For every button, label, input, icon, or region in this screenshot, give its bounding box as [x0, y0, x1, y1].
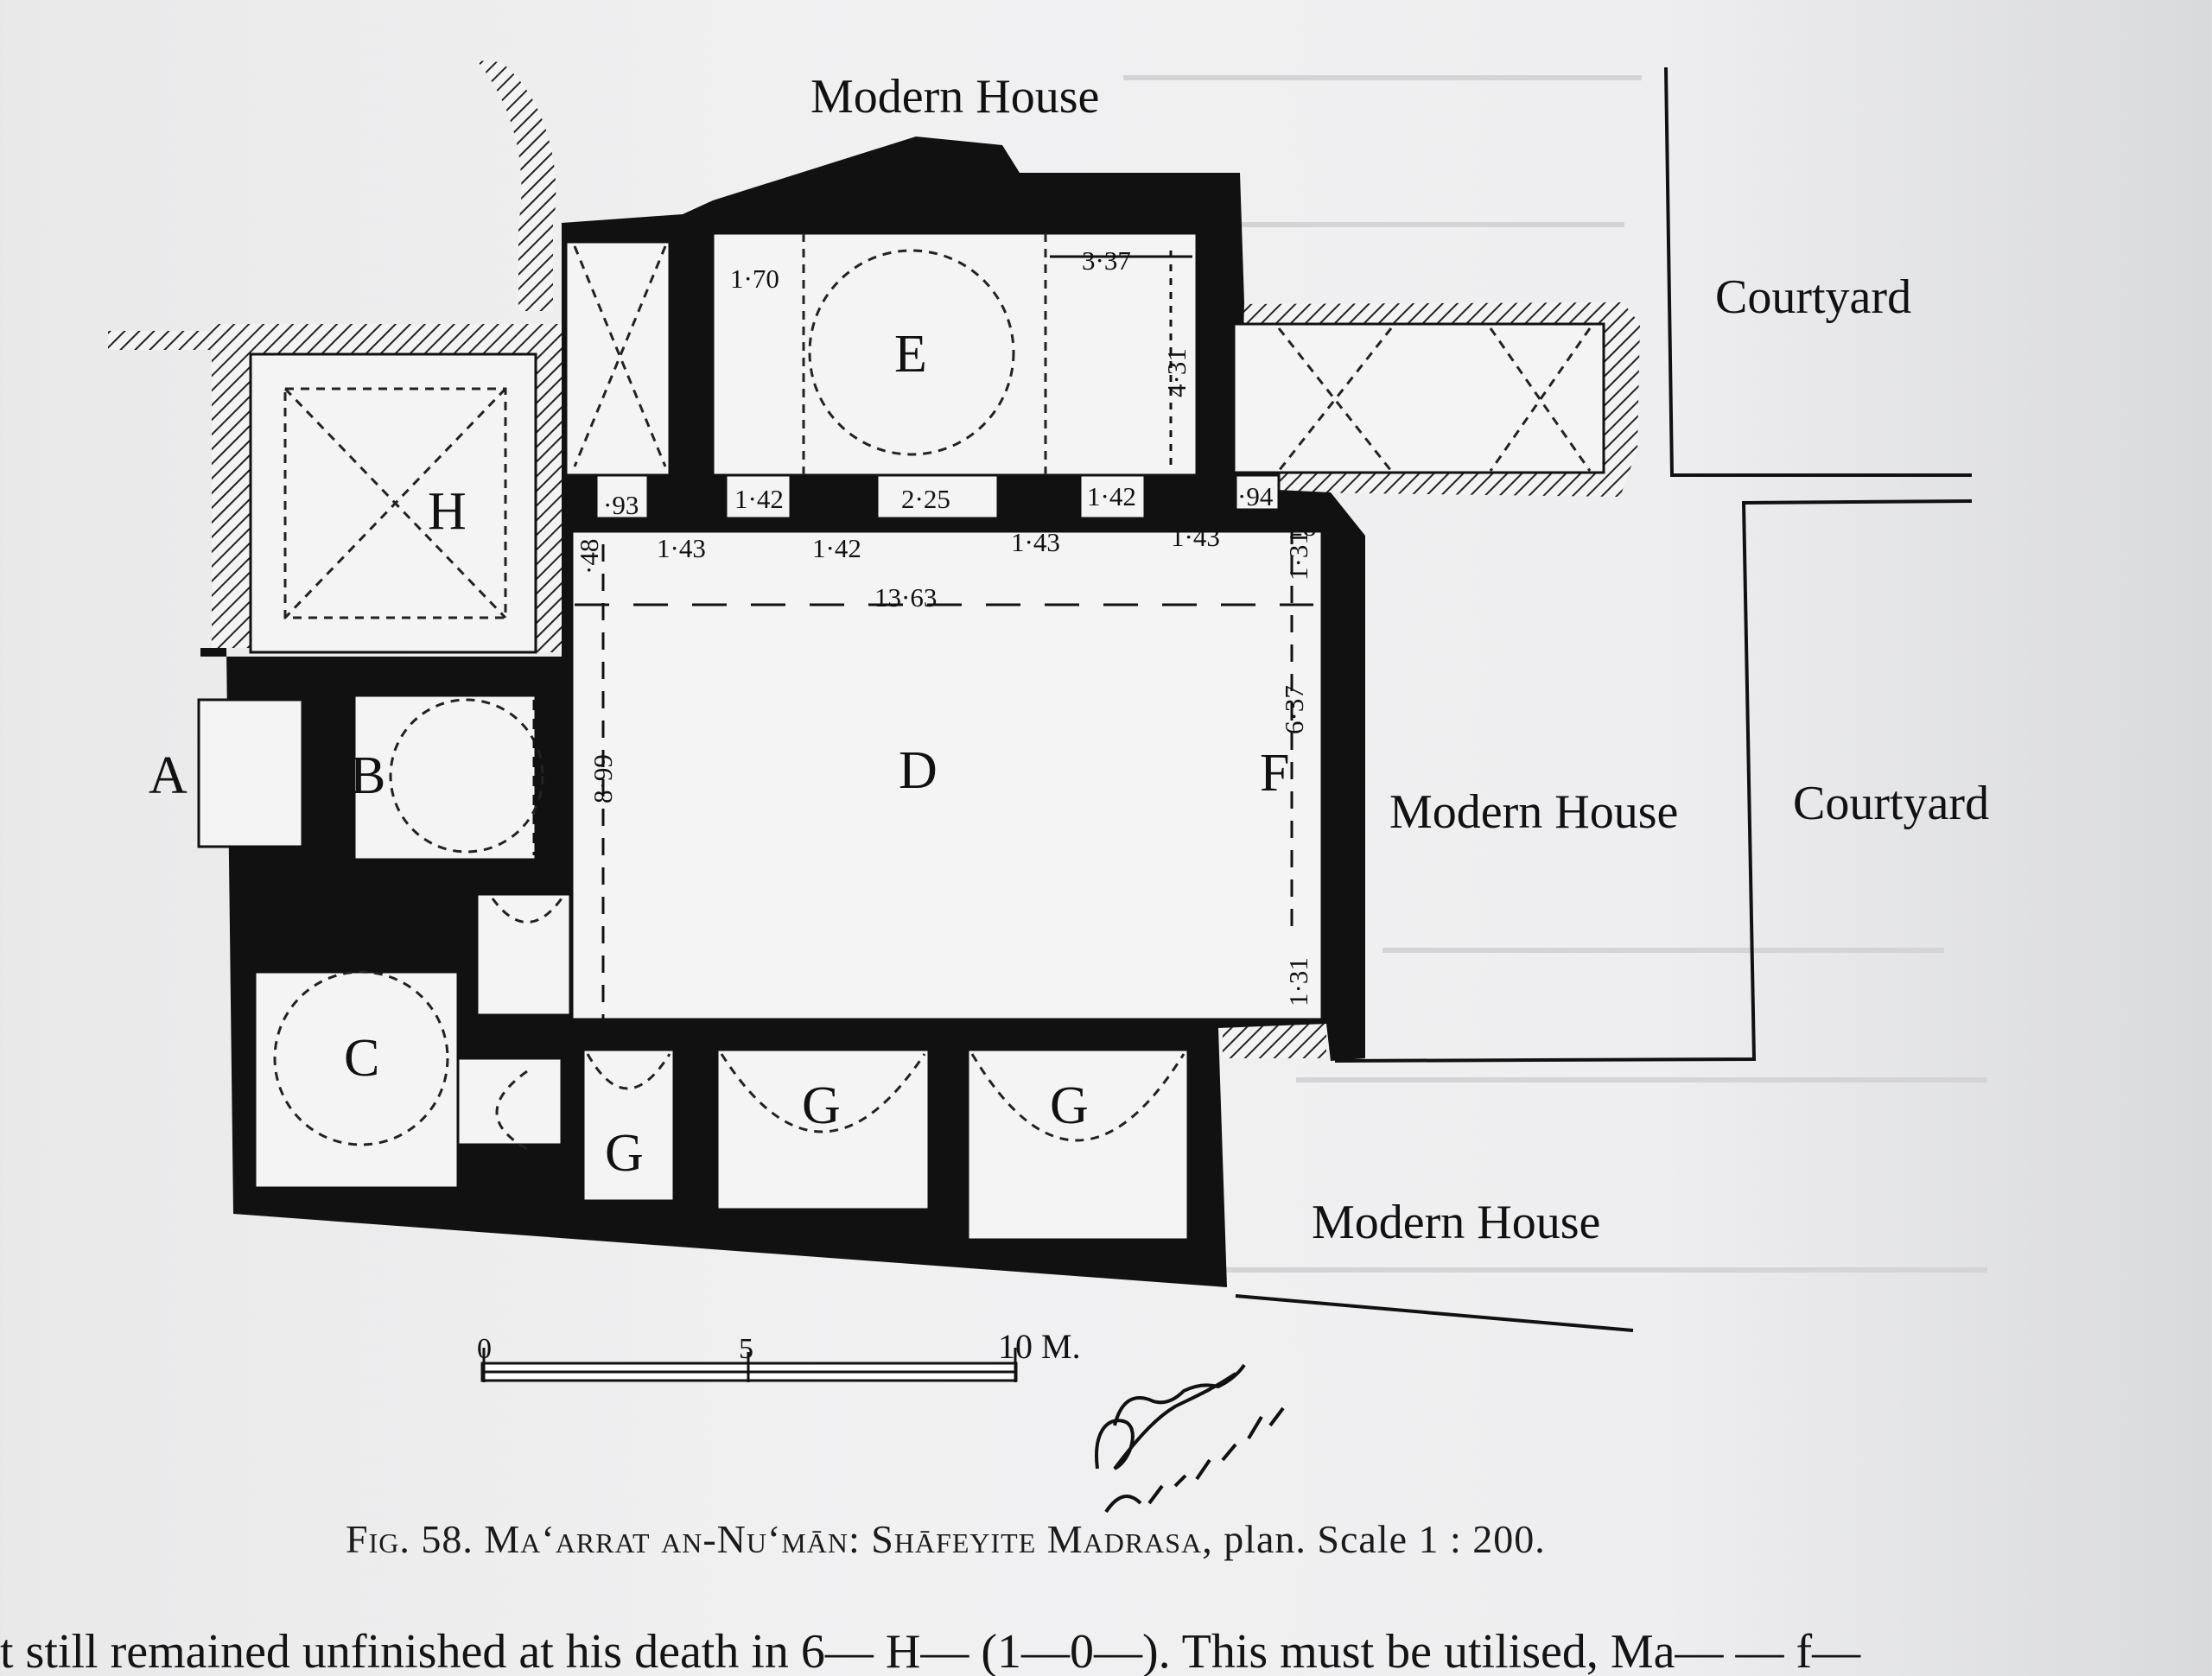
dim-pier-right: ·94: [1237, 481, 1274, 511]
dim-f-lower: 1·31: [1283, 957, 1313, 1006]
room-h-space: [249, 352, 537, 654]
room-a-space: [197, 698, 304, 848]
modern-house-top: Modern House: [810, 70, 1099, 124]
dim-d-seg-4: 1·43: [1171, 522, 1220, 552]
room-label-h: H: [428, 482, 467, 541]
room-c-side: [456, 1057, 563, 1146]
opening-2: [875, 473, 1000, 520]
scale-label-mid: 5: [739, 1333, 753, 1365]
room-g2-space: [715, 1048, 931, 1211]
room-label-c: C: [344, 1029, 379, 1088]
room-label-g2: G: [802, 1076, 841, 1135]
handwritten-signature: [1095, 1363, 1285, 1514]
modern-house-right: Modern House: [1389, 785, 1678, 839]
dim-d-width: 8·99: [588, 754, 618, 803]
opening-1: [724, 473, 792, 520]
scale-label-end: 10 M.: [998, 1327, 1081, 1366]
dim-e-right-width: 3·37: [1082, 245, 1131, 276]
dim-f-depth: 6·37: [1279, 685, 1309, 734]
dim-d-length: 13·63: [874, 582, 937, 613]
dim-e-depth: 4·31: [1161, 348, 1192, 397]
dim-d-seg-3: 1·43: [1011, 527, 1060, 557]
pier-left-space: [594, 473, 650, 520]
room-label-g1: G: [605, 1124, 644, 1183]
room-label-f: F: [1260, 744, 1289, 803]
room-e-space: [711, 232, 1198, 477]
scale-bar: [480, 1348, 1018, 1382]
dimension-lines: [532, 251, 1313, 1019]
dim-pier-left: ·93: [603, 490, 639, 520]
scale-label-start: 0: [477, 1333, 492, 1365]
dim-f-upper: 1·31: [1283, 531, 1313, 581]
dim-b-width: 2·97: [544, 767, 575, 816]
courtyard-right: Courtyard: [1793, 777, 1989, 830]
room-label-d: D: [899, 741, 938, 800]
room-fills: [197, 232, 1605, 1241]
room-label-e: E: [894, 325, 927, 384]
caption-title: Ma‘arrat an-Nu‘mān: Shāfeyite Madrasa: [484, 1517, 1203, 1561]
caption-fig-number: Fig. 58.: [346, 1517, 474, 1561]
figure-caption: Fig. 58. Ma‘arrat an-Nu‘mān: Shāfeyite M…: [346, 1516, 1866, 1562]
room-c-space: [253, 970, 460, 1190]
modern-house-bottom: Modern House: [1312, 1196, 1600, 1249]
dim-d-seg-2: 1·42: [812, 533, 861, 563]
pier-right-space: [1234, 473, 1281, 511]
vault-lines: [273, 233, 1592, 1151]
caption-rest: , plan. Scale 1 : 200.: [1202, 1517, 1546, 1561]
room-g3-space: [966, 1048, 1190, 1241]
dim-opening-1: 1·42: [734, 484, 784, 514]
boundary-lines: [1235, 67, 1973, 1332]
page-body-text: t still remained unfinished at his death…: [0, 1624, 2212, 1676]
dim-d-right-pier: ·28: [1281, 511, 1316, 542]
room-b-space: [353, 694, 537, 861]
room-d-space: [570, 530, 1324, 1021]
dim-opening-2: 2·25: [901, 484, 950, 514]
opening-3: [1078, 473, 1147, 520]
room-label-b: B: [350, 746, 385, 805]
dim-opening-3: 1·42: [1087, 481, 1136, 511]
dim-e-left-width: 1·70: [730, 263, 779, 294]
east-corridor-space: [1232, 322, 1605, 474]
room-label-a: A: [149, 746, 188, 805]
courtyard-top: Courtyard: [1715, 270, 1911, 324]
room-g1-space: [582, 1048, 676, 1203]
room-small-closet: [475, 892, 572, 1017]
room-label-g3: G: [1050, 1076, 1089, 1135]
page-body-line: t still remained unfinished at his death…: [0, 1625, 1861, 1676]
dim-d-left-pier: ·48: [574, 539, 604, 575]
dim-d-seg-1: 1·43: [657, 533, 706, 563]
